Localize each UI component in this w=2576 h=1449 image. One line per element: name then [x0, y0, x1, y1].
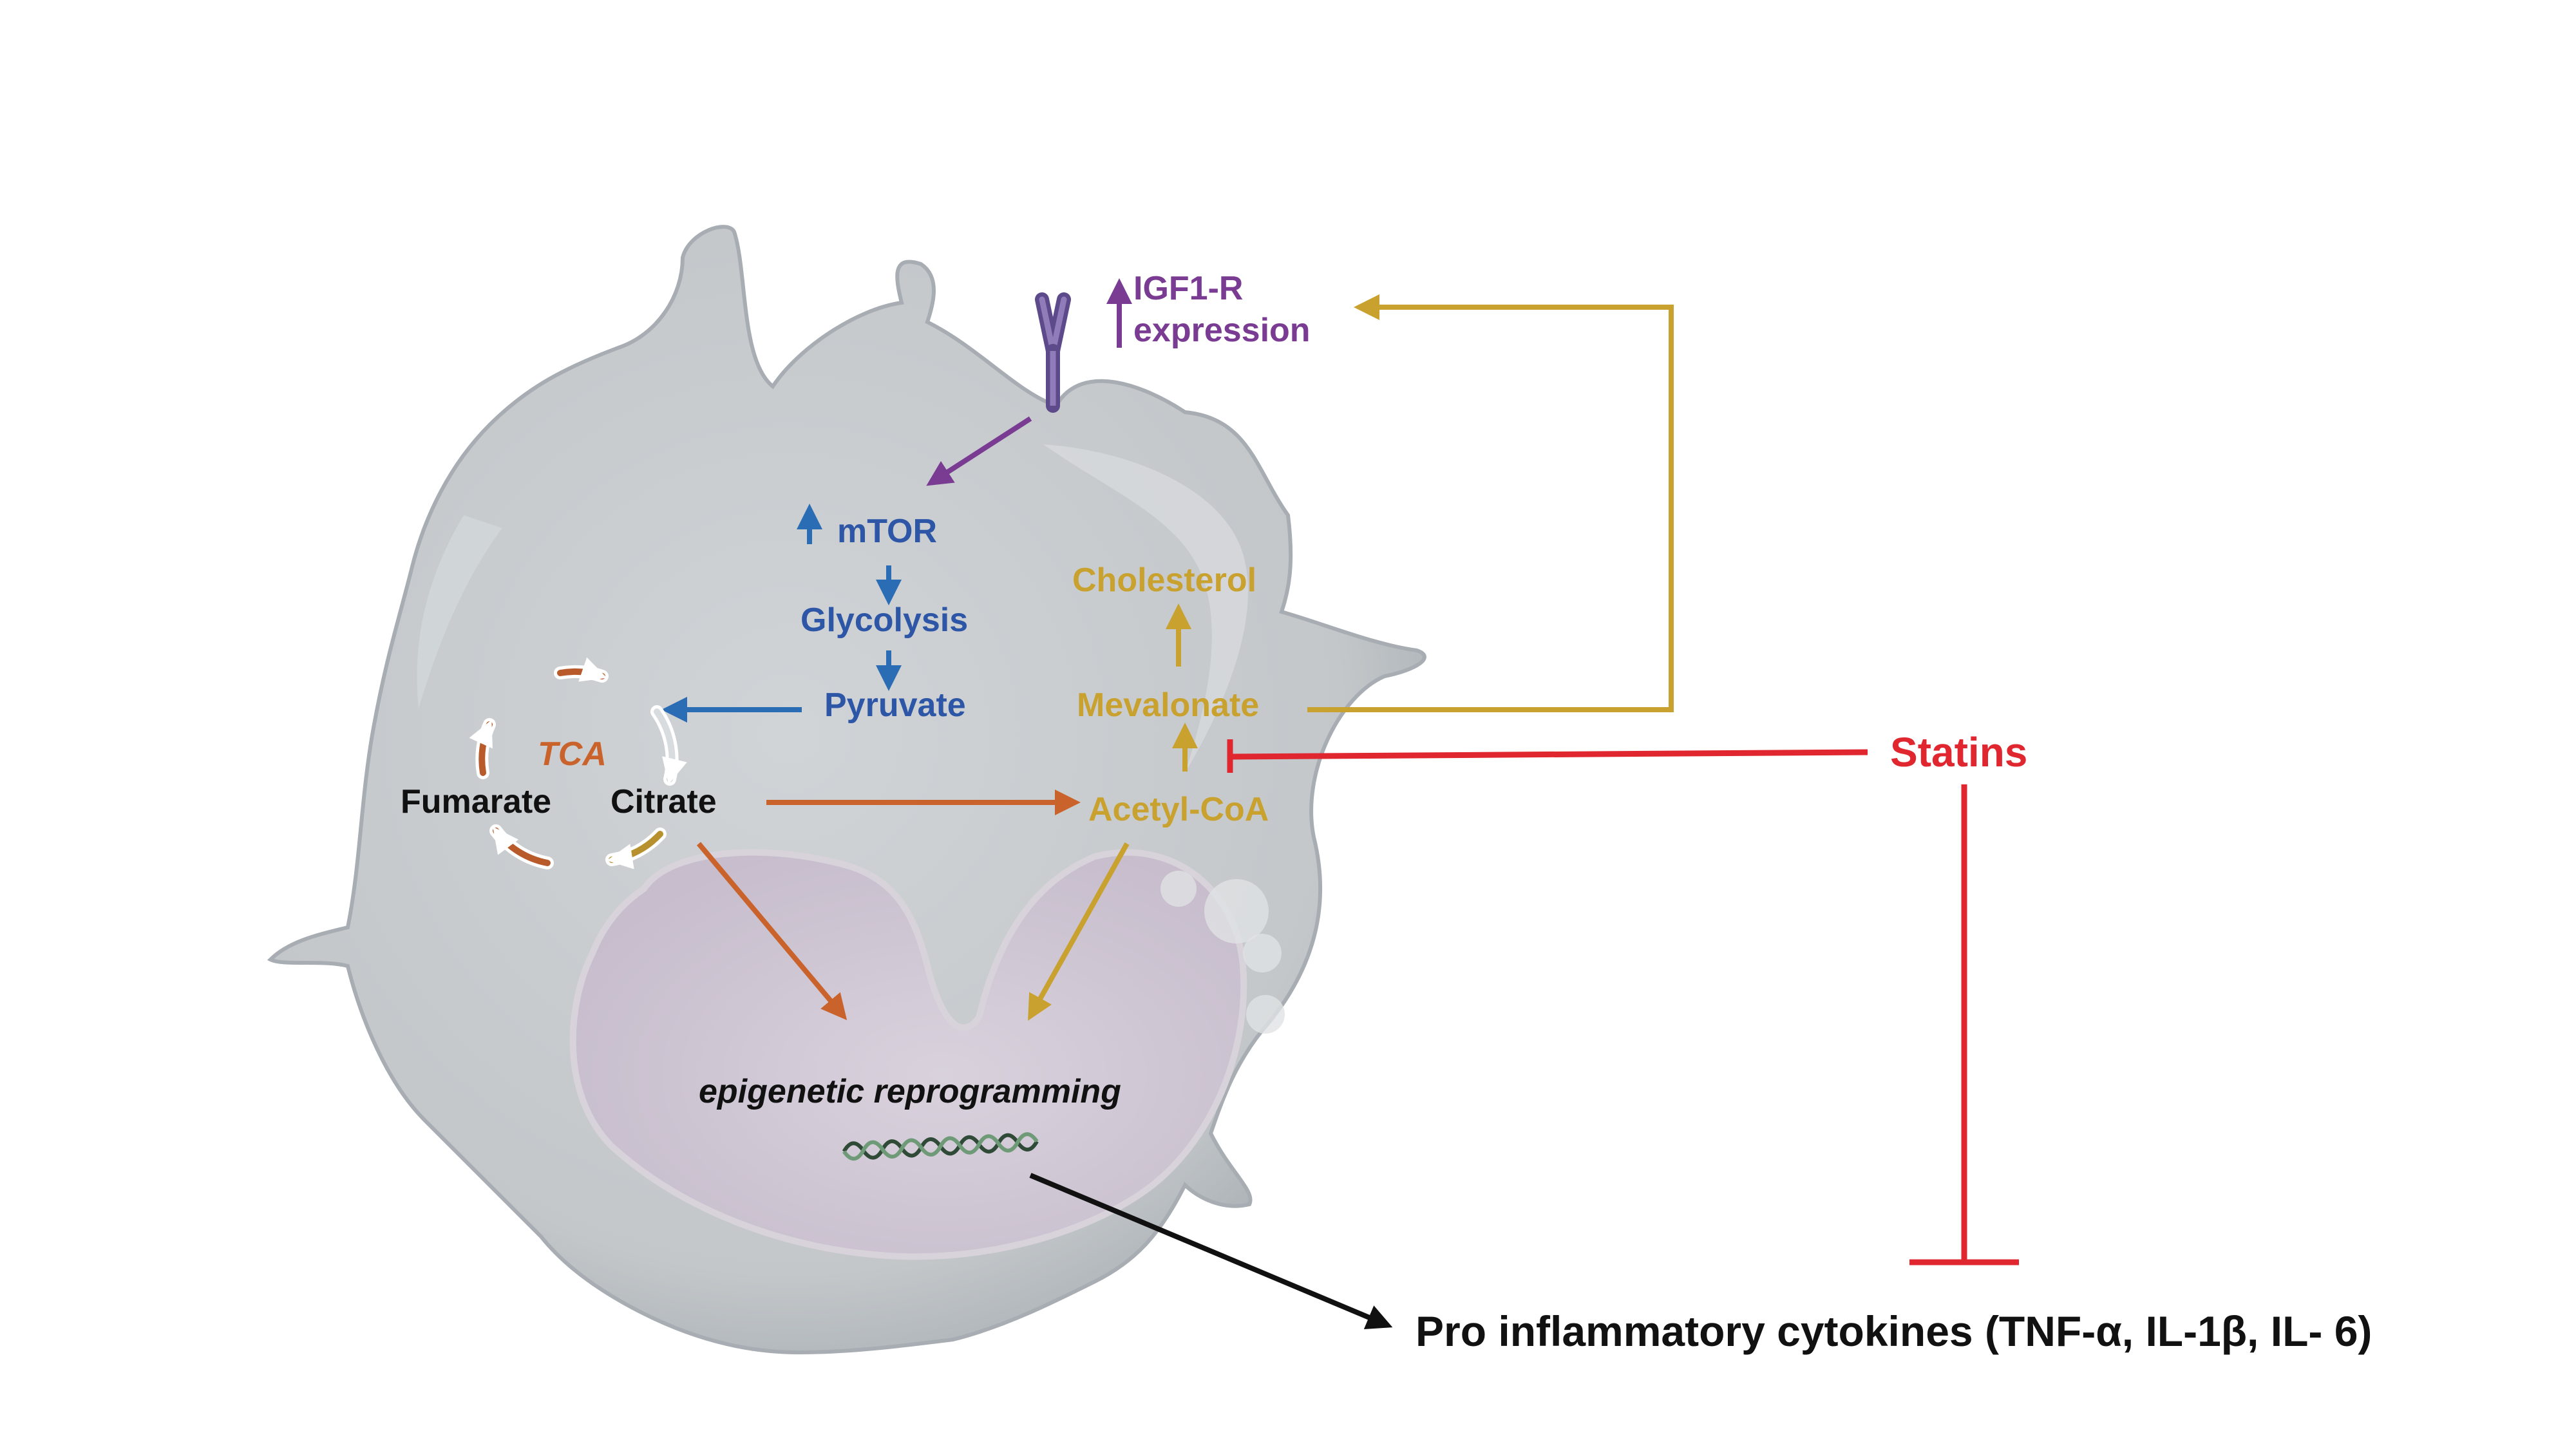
pyruvate-label: Pyruvate	[824, 687, 966, 724]
epigenetic-reprogramming-label: epigenetic reprogramming	[699, 1073, 1121, 1110]
acetylcoa-to-epigenetic-arrow	[1028, 842, 1130, 1021]
dna-to-cytokines-arrow	[1029, 1173, 1393, 1330]
vesicle	[1246, 995, 1285, 1034]
cytokines-label: Pro inflammatory cytokines (TNF-α, IL-1β…	[1416, 1307, 2372, 1355]
cholesterol-label: Cholesterol	[1072, 562, 1256, 599]
tca-cycle	[469, 657, 687, 869]
fumarate-label: Fumarate	[401, 783, 551, 820]
mevalonate-label: Mevalonate	[1077, 687, 1259, 724]
receptor-to-mtor-arrow	[926, 416, 1032, 486]
vesicle	[1243, 934, 1282, 972]
glycolysis-label: Glycolysis	[800, 601, 968, 639]
acetyl-coa-label: Acetyl-CoA	[1088, 791, 1269, 828]
vesicle	[1204, 879, 1269, 943]
cell-highlight-left	[417, 515, 502, 708]
mevalonate-to-igf1r-arrow	[1307, 294, 1674, 712]
igf1r-expression-label: expression	[1133, 312, 1311, 349]
igf1-receptor-icon	[1035, 292, 1071, 413]
vesicle	[1160, 871, 1197, 907]
citrate-to-epigenetic-arrow	[696, 842, 848, 1021]
citrate-label: Citrate	[611, 783, 717, 820]
statins-label: Statins	[1890, 729, 2027, 775]
tca-label: TCA	[538, 735, 607, 773]
mtor-label: mTOR	[837, 513, 937, 550]
statins-inhibit-mevalonate-line	[1229, 749, 1868, 760]
dna-helix-icon	[842, 1132, 1039, 1161]
cell-highlight	[1043, 444, 1248, 773]
nucleus	[569, 849, 1247, 1260]
igf1r-label: IGF1-R	[1133, 270, 1243, 307]
